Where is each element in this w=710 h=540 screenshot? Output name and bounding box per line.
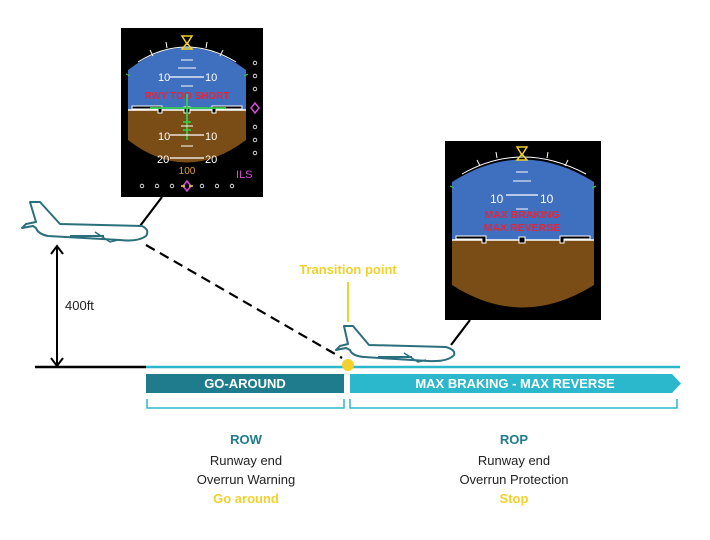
- rop-title: ROP: [500, 432, 529, 447]
- pfd-row-pitch-label-20-left: 20: [157, 154, 169, 166]
- pfd-row-display: 10 10 RWY TOO SHORT 10 10 20 20 100 ILS: [121, 28, 263, 197]
- pfd-rop-roll-pointer: [515, 146, 529, 157]
- transition-point-marker: [342, 359, 354, 371]
- rop-action: Stop: [500, 491, 529, 506]
- maxbraking-bar-label: MAX BRAKING - MAX REVERSE: [415, 376, 615, 391]
- maxbraking-bar: [350, 374, 681, 393]
- goaround-bar-label: GO-AROUND: [204, 376, 286, 391]
- row-line1: Runway end: [210, 453, 282, 468]
- pfd-rop-alert-line2: MAX REVERSE: [484, 222, 560, 234]
- pfd-rop-alert-line1: MAX BRAKING: [484, 209, 559, 221]
- pfd-rop-callout-line: [450, 319, 471, 346]
- pfd-row-glideslope-diamond: [250, 101, 260, 115]
- pfd-row-value-100: 100: [179, 166, 196, 177]
- pfd-row-roll-pointer: [180, 35, 194, 46]
- pfd-row-callout-line: [139, 196, 163, 227]
- pfd-row-sky: [128, 47, 246, 110]
- pfd-row-pitch-label-lower-left: 10: [158, 131, 170, 143]
- pfd-rop-aircraft-symbol-left: [455, 235, 487, 244]
- pfd-row-roll-scale: [137, 46, 237, 63]
- approach-path-dashed: [145, 244, 343, 359]
- pfd-rop-pitch-label-right: 10: [540, 192, 554, 206]
- row-line2: Overrun Warning: [197, 472, 296, 487]
- pfd-rop-pitch-label-left: 10: [490, 192, 504, 206]
- pfd-row-ils-label: ILS: [236, 169, 253, 181]
- goaround-bar: [146, 374, 344, 393]
- pfd-row-pitch-label-20-right: 20: [205, 154, 217, 166]
- row-action: Go around: [213, 491, 279, 506]
- pfd-rop-aircraft-symbol-right: [559, 235, 591, 244]
- pfd-rop-ground: [452, 240, 594, 308]
- altitude-label: 400ft: [65, 298, 94, 313]
- airplane-icon-approach: [21, 201, 149, 243]
- pfd-rop-sky: [452, 159, 594, 240]
- pfd-row-pitch-label-lower-right: 10: [205, 131, 217, 143]
- pfd-row-pitch-label-right: 10: [205, 72, 217, 84]
- row-title: ROW: [230, 432, 263, 447]
- pfd-row-pitch-label-left: 10: [158, 72, 170, 84]
- pfd-row-localizer-diamond: [182, 179, 192, 193]
- pfd-rop-display: 10 10 MAX BRAKING MAX REVERSE: [445, 141, 601, 320]
- transition-point-label: Transition point: [299, 262, 397, 277]
- airplane-icon-landing: [335, 325, 456, 363]
- rop-line1: Runway end: [478, 453, 550, 468]
- pfd-rop-roll-scale: [461, 156, 587, 175]
- row-bracket: [146, 399, 345, 409]
- rop-bracket: [349, 399, 678, 409]
- rop-line2: Overrun Protection: [459, 472, 568, 487]
